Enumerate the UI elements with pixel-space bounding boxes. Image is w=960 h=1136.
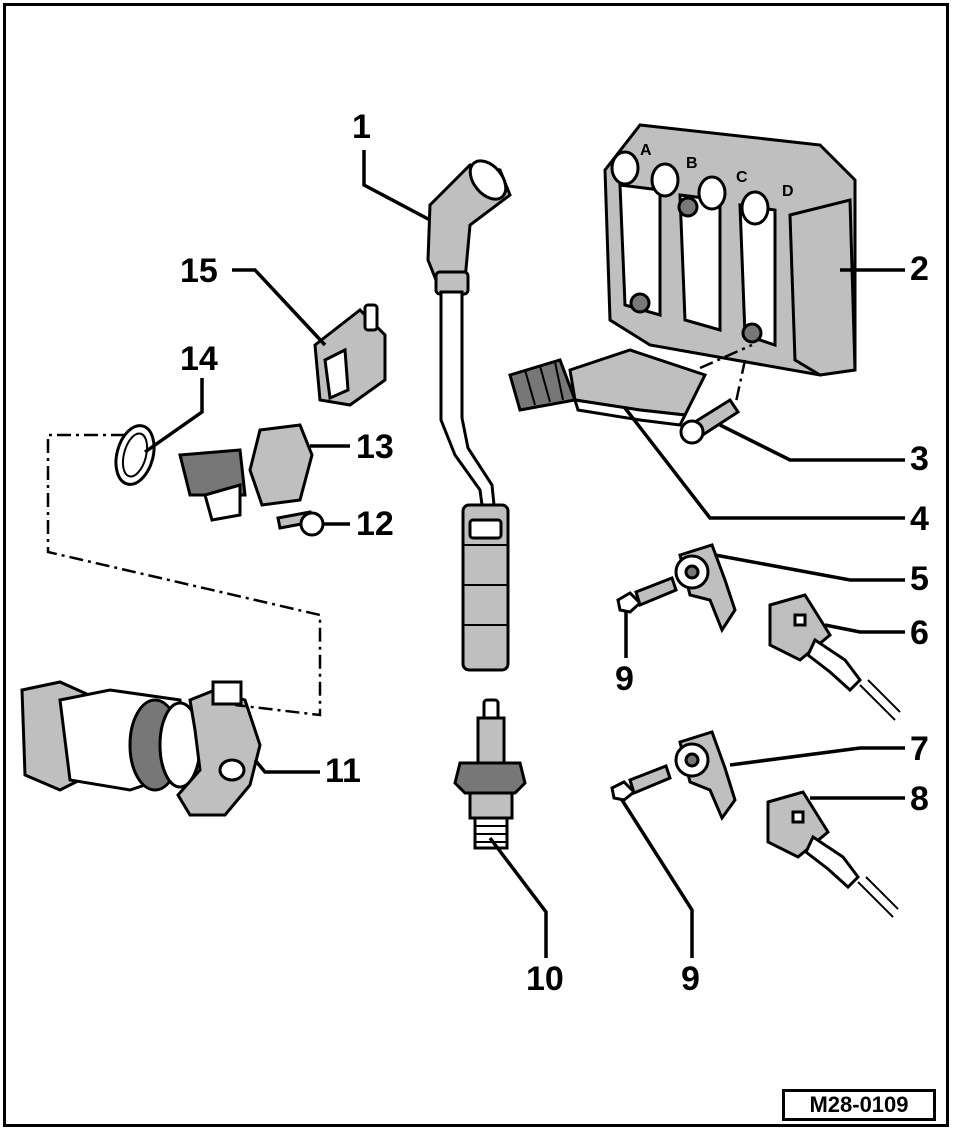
callout-labels: 1 2 3 4 5 6 7 8 9 9 10 11 12 13 14 15 [180, 108, 929, 998]
leader-lines [143, 150, 905, 958]
callout-9-upper: 9 [615, 660, 634, 698]
callout-4: 4 [910, 500, 929, 538]
diagram-frame [3, 3, 949, 1127]
callout-2: 2 [910, 250, 929, 288]
coil-terminal-a: A [640, 142, 652, 159]
callout-1: 1 [352, 108, 371, 146]
part-spark-plug [453, 698, 527, 850]
callout-7: 7 [910, 730, 929, 768]
reference-code: M28-0109 [782, 1089, 936, 1121]
part-connector [313, 303, 387, 407]
callout-11: 11 [325, 752, 361, 790]
callout-3: 3 [910, 440, 929, 478]
callout-5: 5 [910, 560, 929, 598]
coil-terminal-b: B [686, 155, 698, 172]
part-sender-housing [20, 680, 262, 817]
part-coil-bolt [679, 359, 747, 445]
part-sensor-connector-lower [766, 790, 899, 918]
callout-13: 13 [356, 428, 394, 466]
callout-9-lower: 9 [681, 960, 700, 998]
callout-6: 6 [910, 614, 929, 652]
part-harness-connector [508, 343, 753, 427]
part-speed-sender [178, 423, 314, 522]
part-ignition-coil: A B C D [603, 123, 857, 377]
callout-12: 12 [356, 505, 394, 543]
callout-8: 8 [910, 780, 929, 818]
part-spark-plug-connector [426, 159, 512, 672]
coil-terminal-d: D [782, 183, 794, 200]
callout-14: 14 [180, 340, 218, 378]
callout-10: 10 [526, 960, 564, 998]
part-knock-sensor-lower [610, 730, 737, 822]
part-sensor-connector-upper [768, 593, 901, 721]
callout-15: 15 [180, 252, 218, 290]
coil-terminal-c: C [736, 169, 748, 186]
part-sender-bolt [276, 510, 325, 537]
part-o-ring [114, 424, 156, 486]
part-knock-sensor-upper [616, 543, 737, 634]
